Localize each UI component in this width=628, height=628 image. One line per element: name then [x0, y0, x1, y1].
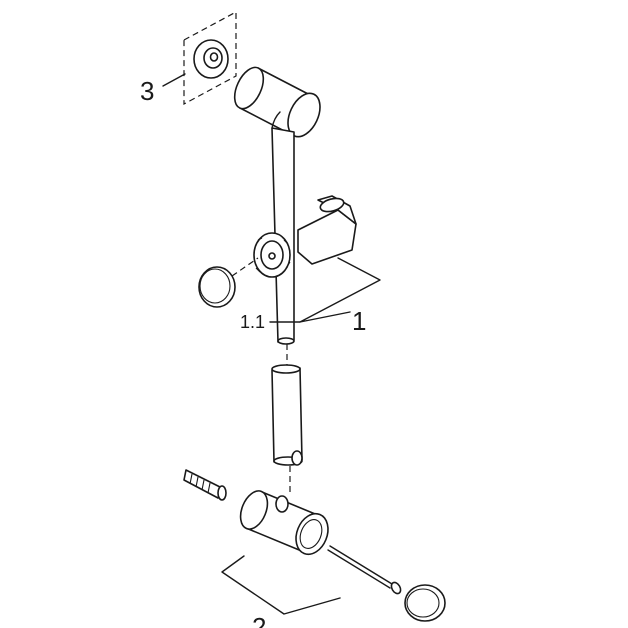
lower-rail — [271, 364, 303, 466]
cover-cap-assembly-axis — [231, 257, 259, 277]
lower-bracket-back-cap — [239, 490, 269, 530]
screw-shaft — [329, 545, 393, 585]
screw-head — [390, 581, 402, 595]
flange-center-hole — [209, 52, 219, 62]
lower-cover-cap-inner — [406, 588, 440, 618]
lower-cover-cap — [404, 584, 446, 622]
screw-shaft-edge — [327, 549, 391, 589]
callout-leader-2 — [221, 555, 341, 615]
top-wall-bracket — [233, 66, 321, 138]
callout-lines-item-2 — [221, 555, 341, 615]
callout-label-1: 1 — [352, 306, 366, 336]
cover-cap-inner — [199, 268, 231, 304]
upper-rail-bend — [271, 111, 281, 129]
callout-label-2: 2 — [252, 612, 266, 628]
wall-plug-head — [217, 485, 227, 501]
upper-rail-bottom-end — [277, 337, 295, 345]
lower-bracket-slot — [275, 495, 289, 513]
upper-rail — [271, 111, 295, 345]
lower-bracket-inner-ring — [299, 519, 323, 549]
callout-leader-3 — [162, 73, 186, 87]
callout-label-1-1: 1.1 — [240, 312, 265, 332]
wall-plane-dashed-outline — [183, 10, 237, 106]
callout-lines-item-1 — [269, 257, 381, 323]
lower-rail-top-end — [271, 364, 301, 374]
callout-label-3: 3 — [140, 76, 154, 106]
lower-rail-tube — [271, 367, 303, 463]
slider-cover-cap-part-1-1 — [198, 257, 259, 308]
slider-knob-center-icon — [268, 252, 276, 260]
wall-flange-part-3 — [162, 10, 237, 106]
handshower-slider-part-1 — [253, 195, 357, 278]
wall-plug-ribs — [189, 473, 211, 494]
lower-wall-bracket-part-2 — [239, 490, 329, 556]
top-bracket-back-cap — [233, 66, 265, 110]
callout-leader-1 — [299, 257, 381, 323]
lower-rail-screw-hole — [291, 450, 303, 466]
slider-knob-ridges — [255, 237, 291, 273]
slider-cradle-opening — [319, 197, 345, 213]
wall-plug — [183, 469, 227, 501]
fixing-screw — [327, 545, 402, 595]
